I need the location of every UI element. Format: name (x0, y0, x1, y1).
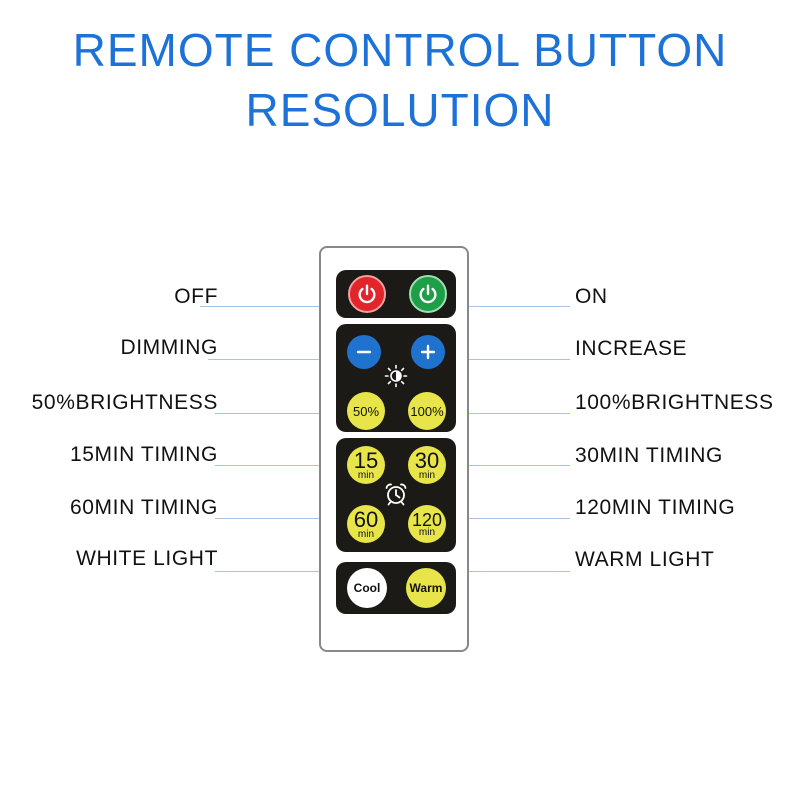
plus-icon (419, 343, 437, 361)
timer-60-unit: min (358, 530, 374, 540)
on-button[interactable] (409, 275, 447, 313)
label-100-brightness: 100%BRIGHTNESS (575, 391, 774, 415)
label-increase: INCREASE (575, 337, 687, 361)
warm-button[interactable]: Warm (406, 568, 446, 608)
increase-button[interactable] (411, 335, 445, 369)
page-title: REMOTE CONTROL BUTTON (0, 22, 800, 78)
power-icon (356, 283, 378, 305)
label-30min-timing: 30MIN TIMING (575, 444, 723, 468)
timer-60-value: 60 (354, 509, 378, 531)
minus-icon (355, 343, 373, 361)
label-15min-timing: 15MIN TIMING (70, 443, 218, 467)
timer-15-button[interactable]: 15 min (347, 446, 385, 484)
color-temperature-panel: Cool Warm (336, 562, 456, 614)
dimming-button[interactable] (347, 335, 381, 369)
label-warm-light: WARM LIGHT (575, 548, 714, 572)
timer-60-button[interactable]: 60 min (347, 505, 385, 543)
power-panel (336, 270, 456, 318)
label-on: ON (575, 285, 608, 309)
label-white-light: WHITE LIGHT (76, 547, 218, 571)
label-120min-timing: 120MIN TIMING (575, 496, 735, 520)
timer-120-button[interactable]: 120 min (408, 505, 446, 543)
label-off: OFF (174, 285, 218, 309)
timer-15-unit: min (358, 471, 374, 481)
timer-30-value: 30 (415, 450, 439, 472)
off-button[interactable] (348, 275, 386, 313)
label-50-brightness: 50%BRIGHTNESS (32, 391, 218, 415)
timer-15-value: 15 (354, 450, 378, 472)
alarm-clock-icon (383, 481, 409, 507)
remote-control: 50% 100% 15 min 30 min 60 (319, 246, 469, 652)
page-title-line2: RESOLUTION (0, 82, 800, 138)
power-icon (417, 283, 439, 305)
timer-30-button[interactable]: 30 min (408, 446, 446, 484)
label-60min-timing: 60MIN TIMING (70, 496, 218, 520)
timer-panel: 15 min 30 min 60 min 120 (336, 438, 456, 552)
timer-30-unit: min (419, 471, 435, 481)
brightness-100-button[interactable]: 100% (408, 392, 446, 430)
brightness-panel: 50% 100% (336, 324, 456, 432)
timer-120-unit: min (419, 528, 435, 538)
label-dimming: DIMMING (120, 336, 218, 360)
cool-button[interactable]: Cool (347, 568, 387, 608)
timer-120-value: 120 (412, 511, 442, 529)
brightness-50-button[interactable]: 50% (347, 392, 385, 430)
brightness-icon (384, 364, 408, 388)
